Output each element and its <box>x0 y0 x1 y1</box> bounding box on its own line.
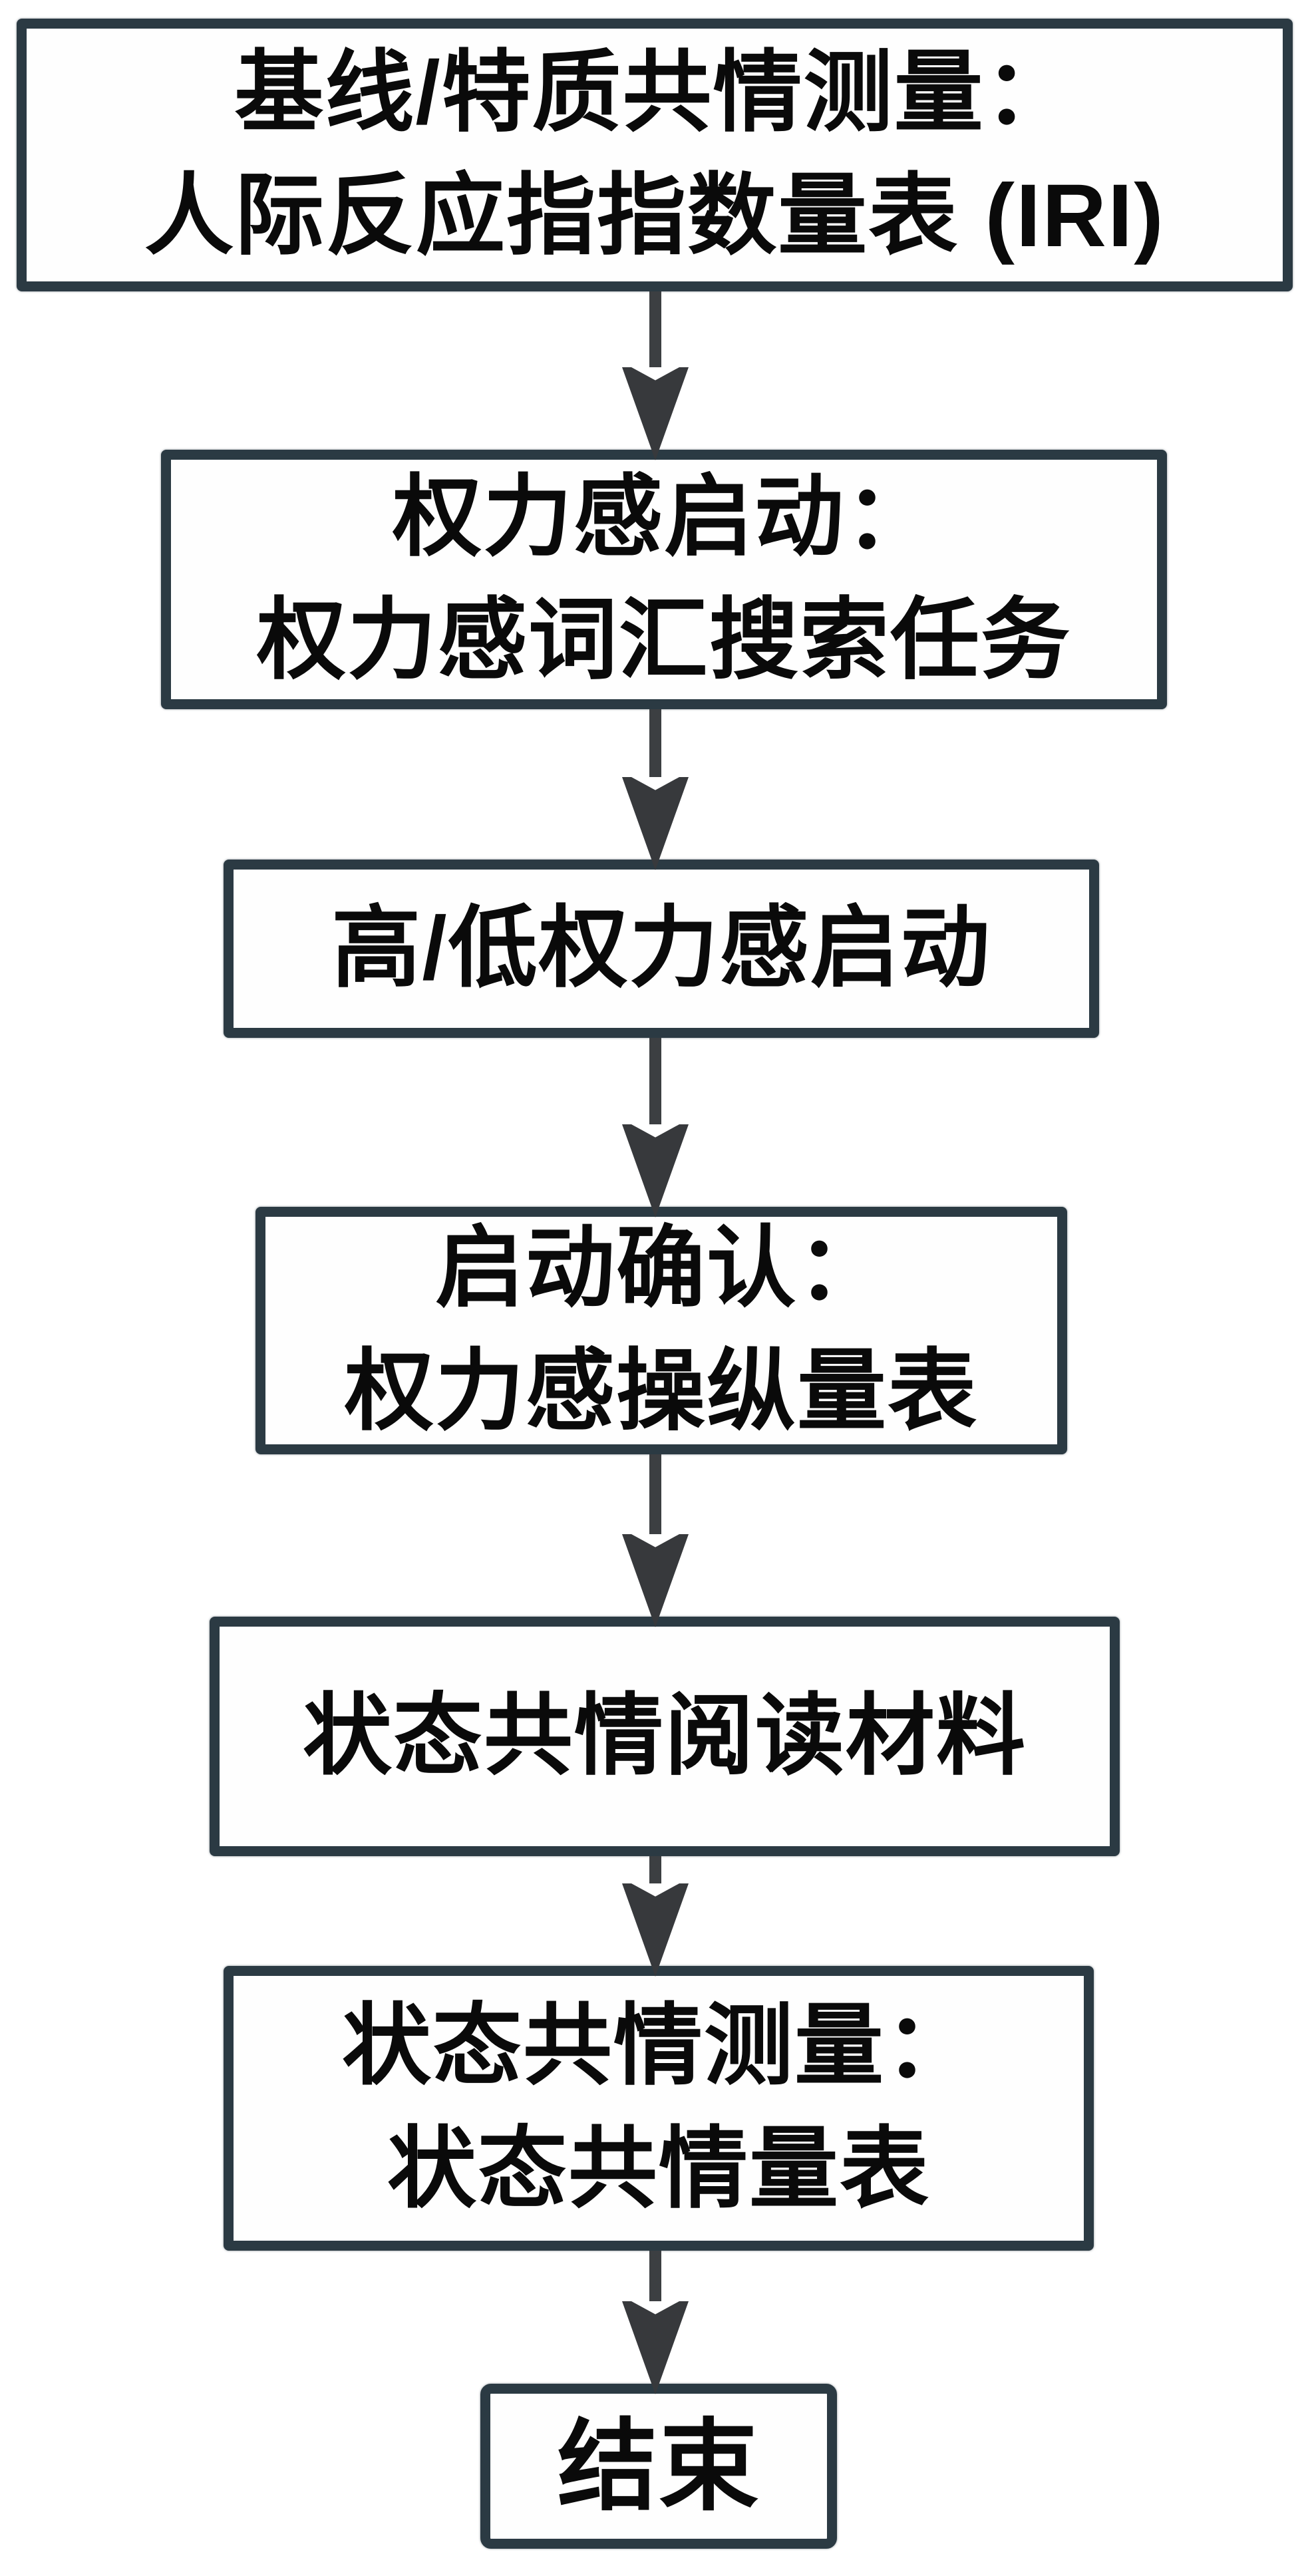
flow-arrow-4 <box>622 1454 689 1627</box>
arrow-shaft <box>649 709 661 777</box>
flow-node-high-low-power-prime: 高/低权力感启动 <box>224 860 1099 1038</box>
arrow-shaft <box>649 1038 661 1124</box>
arrow-down-icon <box>622 1883 689 1977</box>
node-label-line1: 状态共情阅读材料 <box>302 1686 1027 1786</box>
flow-node-manipulation-check: 启动确认： 权力感操纵量表 <box>255 1207 1067 1454</box>
arrow-shaft <box>649 291 661 367</box>
arrow-down-icon <box>622 367 689 460</box>
flow-node-baseline-trait-empathy-measure: 基线/特质共情测量： 人际反应指指数量表 (IRI) <box>17 19 1293 291</box>
arrow-down-icon <box>622 777 689 870</box>
arrow-shaft <box>649 1454 661 1534</box>
flow-node-power-priming: 权力感启动： 权力感词汇搜索任务 <box>161 450 1167 709</box>
node-label-line2: 权力感词汇搜索任务 <box>256 591 1071 690</box>
arrow-shaft <box>649 1856 661 1883</box>
arrow-down-icon <box>622 2301 689 2394</box>
node-label-line1: 结束 <box>557 2410 760 2522</box>
flow-arrow-2 <box>622 709 689 870</box>
arrow-down-icon <box>622 1534 689 1627</box>
flow-node-end: 结束 <box>480 2384 837 2549</box>
node-label-line1: 基线/特质共情测量： <box>234 43 1075 143</box>
flow-arrow-6 <box>622 2251 689 2394</box>
node-label-line1: 高/低权力感启动 <box>331 898 991 998</box>
node-label-line2: 权力感操纵量表 <box>344 1342 978 1441</box>
arrow-shaft <box>649 2251 661 2301</box>
node-label-line1: 状态共情测量： <box>341 1997 975 2096</box>
flow-node-state-empathy-reading-material: 状态共情阅读材料 <box>210 1617 1120 1856</box>
node-label-line2: 人际反应指指数量表 (IRI) <box>144 166 1165 265</box>
node-label-line1: 启动确认： <box>434 1219 888 1319</box>
flow-arrow-3 <box>622 1038 689 1217</box>
flow-arrow-5 <box>622 1856 689 1977</box>
flow-arrow-1 <box>622 291 689 460</box>
node-label-line1: 权力感启动： <box>392 468 935 567</box>
arrow-down-icon <box>622 1124 689 1217</box>
flow-node-state-empathy-measure: 状态共情测量： 状态共情量表 <box>224 1966 1094 2251</box>
node-label-line2: 状态共情量表 <box>387 2120 930 2219</box>
